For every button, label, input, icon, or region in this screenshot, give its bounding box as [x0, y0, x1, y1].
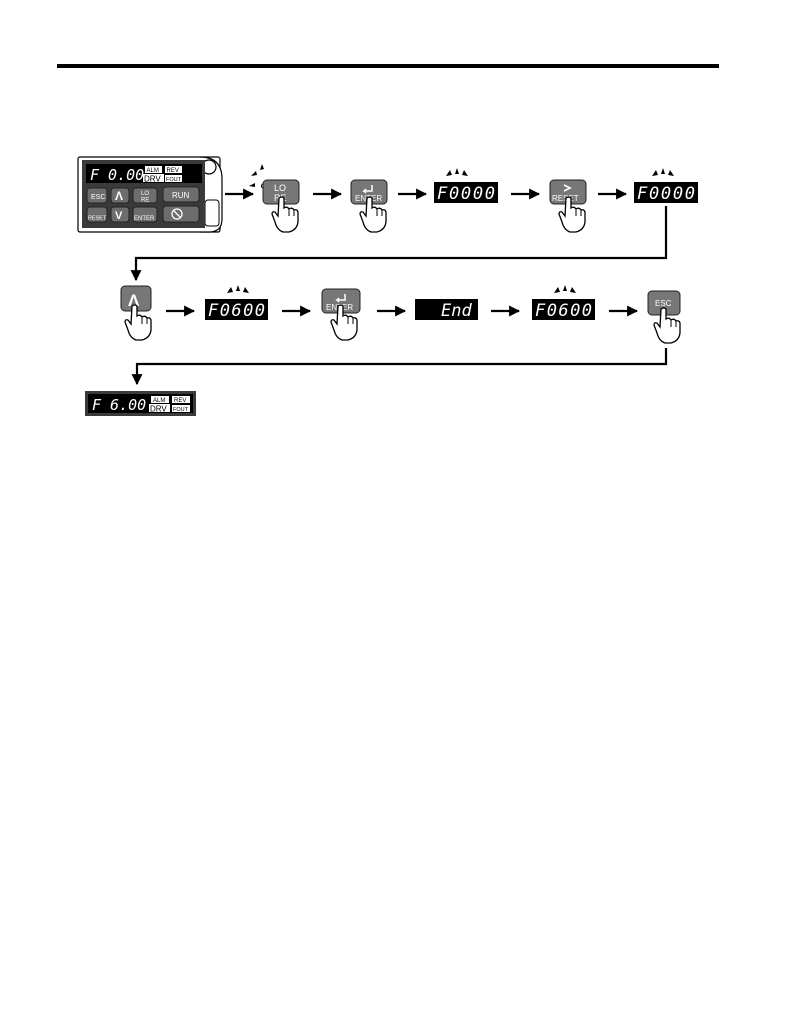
lo-re-button-step: LO RE	[249, 164, 299, 232]
svg-text:ENTER: ENTER	[134, 216, 155, 222]
rev-indicator: REV	[174, 398, 186, 404]
operator-keypad: F 0.00 ALM REV DRV FOUT ESC Λ LO RE RUN …	[78, 157, 222, 232]
display-step: F0000	[634, 168, 698, 204]
svg-text:RUN: RUN	[172, 191, 190, 200]
up-key[interactable]: Λ	[111, 188, 129, 203]
drv-indicator: DRV	[150, 405, 167, 414]
svg-text:RE: RE	[141, 198, 149, 204]
fout-indicator: FOUT	[166, 177, 182, 183]
display-text: F0000	[437, 184, 495, 204]
esc-button-step: ESC	[648, 291, 680, 343]
keypad-display-text: F 0.00	[90, 166, 144, 184]
display-text: F0600	[535, 301, 592, 321]
display-step: F0600	[532, 285, 595, 321]
final-display: F 6.00 ALM REV DRV FOUT	[85, 391, 196, 416]
enter-button-step: ENTER	[322, 289, 360, 340]
reset-button-step: RESET	[550, 180, 586, 232]
lo-re-key[interactable]: LO RE	[133, 188, 157, 204]
run-key[interactable]: RUN	[163, 187, 199, 202]
stop-key[interactable]	[163, 206, 199, 222]
rev-indicator: REV	[167, 168, 179, 174]
final-display-text: F 6.00	[92, 396, 146, 414]
enter-button-step: ENTER	[351, 180, 387, 232]
display-text: F0600	[208, 301, 265, 321]
svg-text:RESET: RESET	[88, 216, 107, 222]
svg-text:LO: LO	[141, 191, 149, 197]
esc-label: ESC	[655, 299, 672, 308]
display-step: F0000	[434, 168, 498, 204]
display-text: F0000	[637, 184, 695, 204]
lo-label: LO	[274, 183, 286, 193]
display-step: F0600	[205, 285, 268, 321]
svg-text:ESC: ESC	[91, 194, 105, 201]
down-key[interactable]: V	[111, 207, 129, 222]
svg-text:Λ: Λ	[115, 189, 123, 203]
reset-key[interactable]: RESET	[87, 207, 107, 222]
drv-indicator: DRV	[144, 175, 161, 184]
up-button-step: Λ	[121, 286, 151, 340]
display-step: End	[415, 299, 478, 321]
connector-arrow	[137, 348, 666, 384]
alm-indicator: ALM	[147, 168, 159, 174]
display-text: End	[441, 301, 472, 321]
alm-indicator: ALM	[153, 398, 165, 404]
esc-key[interactable]: ESC	[87, 188, 107, 203]
svg-text:V: V	[115, 210, 123, 222]
fout-indicator: FOUT	[173, 407, 189, 413]
enter-key[interactable]: ENTER	[133, 207, 157, 222]
